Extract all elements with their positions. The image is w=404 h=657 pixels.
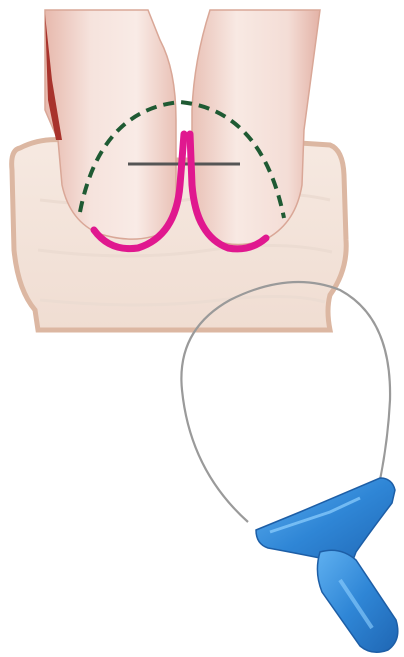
applicator-handle [256, 478, 398, 652]
